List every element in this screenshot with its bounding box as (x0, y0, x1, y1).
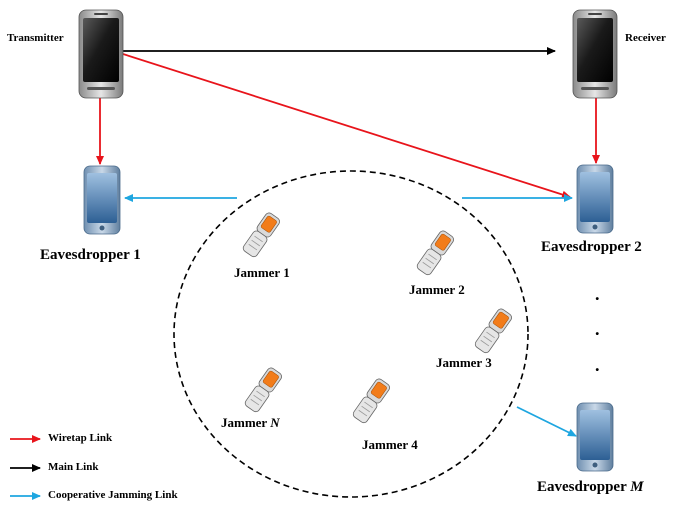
ellipsis-dot-3: . (595, 355, 600, 375)
eavesdropper-1-phone-icon (83, 165, 121, 235)
jammer-n-flip-phone-icon (244, 367, 283, 413)
legend-wiretap-label: Wiretap Link (48, 432, 113, 444)
jammer-4-label: Jammer 4 (362, 437, 418, 452)
jamming-link-eveM (516, 406, 577, 437)
transmitter-label: Transmitter (7, 32, 64, 44)
eavesdropper-2-phone-icon (576, 164, 614, 234)
eavesdropper-m-phone-icon (576, 402, 614, 472)
receiver-label: Receiver (625, 32, 666, 44)
transmitter-phone-icon (78, 9, 124, 99)
eavesdropper-m-label: Eavesdropper M (537, 479, 644, 496)
jammer-n-label-prefix: Jammer (221, 415, 271, 430)
ellipsis-dot-2: . (595, 319, 600, 339)
jammer-3-flip-phone-icon (474, 308, 513, 354)
eavesdropper-m-label-prefix: Eavesdropper (537, 479, 631, 495)
jammer-n-label-variable: N (270, 415, 280, 430)
receiver-phone-icon (572, 9, 618, 99)
eavesdropper-2-label: Eavesdropper 2 (541, 239, 642, 255)
jammer-1-label: Jammer 1 (234, 265, 290, 280)
jammer-2-flip-phone-icon (416, 230, 455, 276)
jammer-3-label: Jammer 3 (436, 355, 492, 370)
ellipsis-dot-1: . (595, 284, 600, 304)
wiretap-link-tx-eve2 (122, 53, 571, 199)
jammer-2-label: Jammer 2 (409, 282, 465, 297)
legend-main-label: Main Link (48, 461, 99, 473)
jammer-region-circle (173, 170, 529, 498)
jammer-n-label: Jammer N (221, 415, 280, 431)
eavesdropper-m-label-variable: M (630, 479, 644, 495)
jammer-1-flip-phone-icon (242, 212, 281, 258)
jammer-4-flip-phone-icon (352, 378, 391, 424)
legend-jamming-label: Cooperative Jamming Link (48, 489, 178, 501)
eavesdropper-1-label: Eavesdropper 1 (40, 247, 141, 263)
